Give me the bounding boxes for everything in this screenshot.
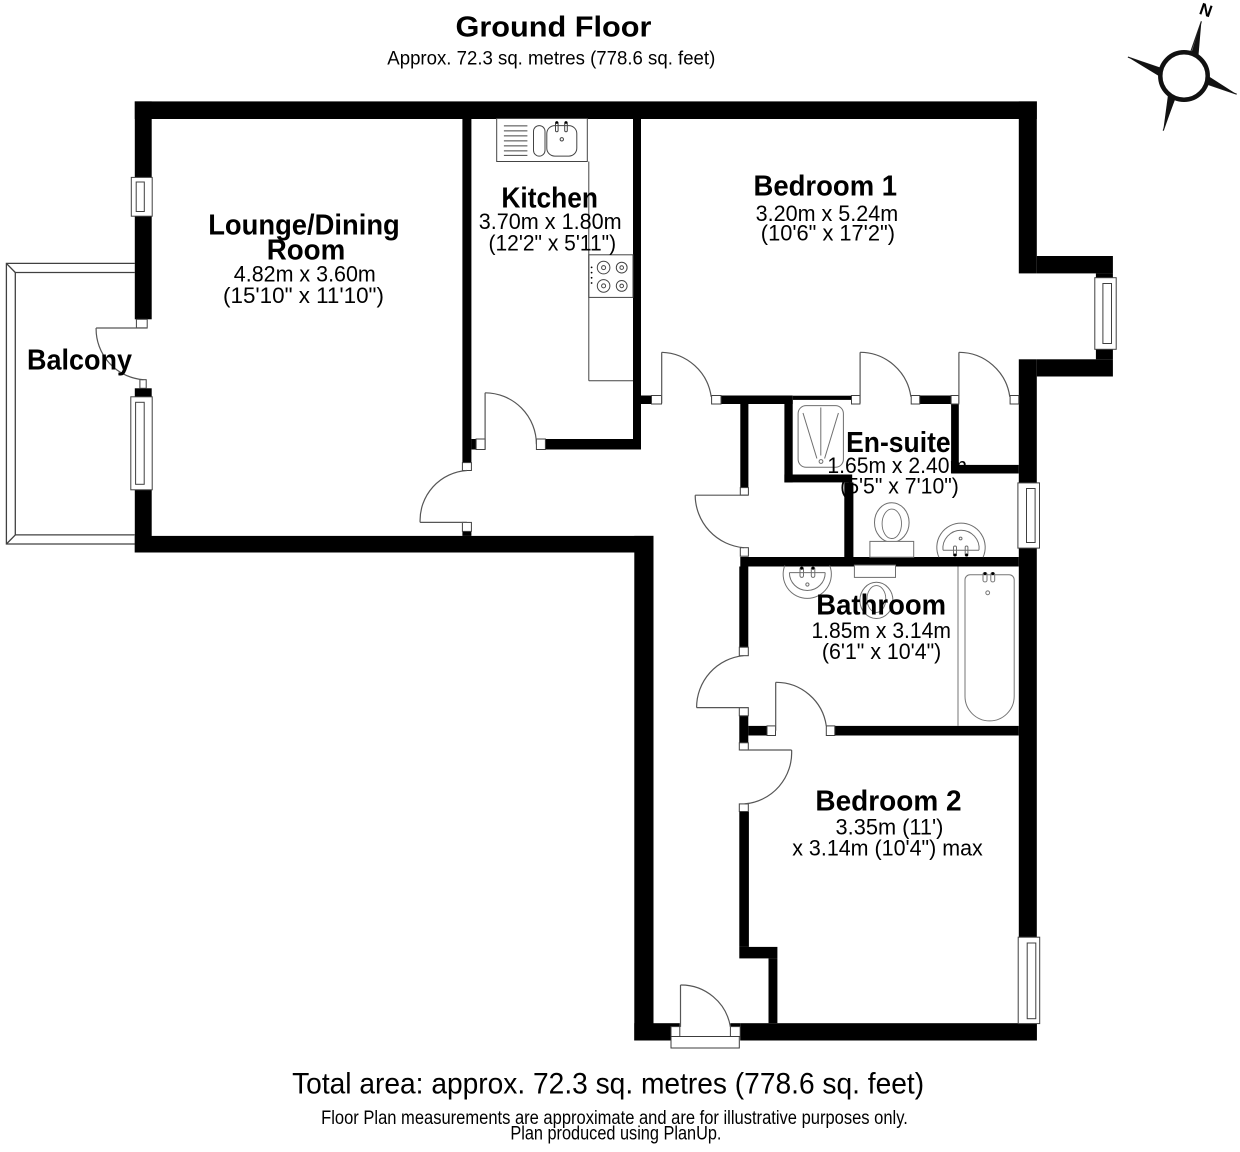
svg-text:3.20m x 5.24m: 3.20m x 5.24m: [756, 201, 899, 226]
svg-text:Balcony: Balcony: [27, 345, 132, 377]
svg-text:3.70m x 1.80m: 3.70m x 1.80m: [479, 209, 622, 234]
svg-text:1.65m x 2.40m: 1.65m x 2.40m: [827, 453, 967, 478]
svg-text:Bedroom 1: Bedroom 1: [754, 171, 898, 203]
svg-text:Ground Floor: Ground Floor: [456, 11, 652, 43]
svg-text:Plan produced using PlanUp.: Plan produced using PlanUp.: [510, 1124, 721, 1145]
svg-text:Approx. 72.3 sq. metres (778.6: Approx. 72.3 sq. metres (778.6 sq. feet): [387, 49, 715, 70]
svg-text:3.35m (11'): 3.35m (11'): [836, 815, 944, 840]
svg-text:Floor Plan measurements are ap: Floor Plan measurements are approximate …: [321, 1108, 908, 1129]
svg-text:Bedroom 2: Bedroom 2: [815, 785, 961, 817]
svg-text:(5'5" x 7'10"): (5'5" x 7'10"): [840, 474, 959, 499]
svg-text:Room: Room: [267, 234, 346, 266]
svg-text:(15'10" x 11'10"): (15'10" x 11'10"): [223, 283, 384, 308]
svg-text:Lounge/Dining: Lounge/Dining: [208, 210, 400, 242]
svg-text:x 3.14m (10'4") max: x 3.14m (10'4") max: [792, 836, 983, 861]
svg-text:N: N: [1197, 0, 1215, 21]
svg-text:(6'1" x 10'4"): (6'1" x 10'4"): [822, 639, 941, 664]
svg-text:(10'6" x 17'2"): (10'6" x 17'2"): [761, 221, 895, 246]
svg-text:(12'2" x 5'11"): (12'2" x 5'11"): [489, 230, 617, 255]
svg-text:Bathroom: Bathroom: [816, 590, 946, 622]
svg-text:En-suite: En-suite: [846, 427, 951, 459]
svg-text:1.85m x 3.14m: 1.85m x 3.14m: [811, 618, 951, 643]
svg-text:Kitchen: Kitchen: [501, 182, 598, 214]
svg-text:4.82m x 3.60m: 4.82m x 3.60m: [234, 261, 376, 286]
svg-text:Total area: approx. 72.3 sq. m: Total area: approx. 72.3 sq. metres (778…: [292, 1067, 924, 1100]
